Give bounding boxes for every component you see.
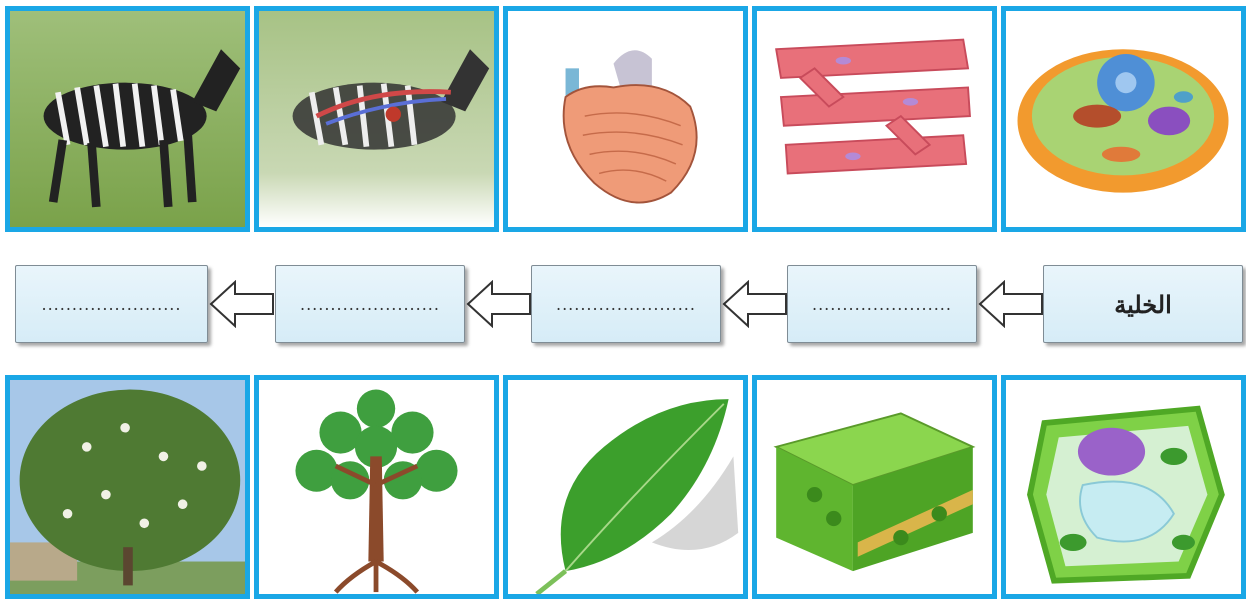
tree-illustration-image (254, 375, 499, 599)
left-arrow-icon (466, 280, 532, 328)
leaf-tissue-image (752, 375, 997, 599)
flow-box-label: ....................... (812, 295, 952, 314)
flow-box-label: ....................... (42, 295, 182, 314)
flow-box-label: الخلية (1114, 290, 1172, 319)
flow-box-blank-3[interactable]: ....................... (275, 265, 465, 343)
plant-cell-image (1001, 375, 1246, 599)
left-arrow-icon (722, 280, 788, 328)
flow-box-cell: الخلية (1043, 265, 1243, 343)
leaf-image (503, 375, 748, 599)
flow-box-blank-1[interactable]: ....................... (787, 265, 977, 343)
flow-box-blank-4[interactable]: ....................... (15, 265, 208, 343)
flow-box-blank-2[interactable]: ....................... (531, 265, 721, 343)
animal-cell-image (1001, 6, 1246, 232)
zebra-circulatory-image (254, 6, 499, 232)
flowering-tree-image (5, 375, 250, 599)
left-arrow-icon (978, 280, 1044, 328)
plant-image-row (0, 375, 1246, 599)
animal-image-row (0, 6, 1246, 232)
heart-image (503, 6, 748, 232)
cardiac-muscle-image (752, 6, 997, 232)
flow-box-label: ....................... (300, 295, 440, 314)
organization-levels-flow: الخلية ....................... .........… (0, 265, 1246, 345)
zebra-image (5, 6, 250, 232)
flow-box-label: ....................... (556, 295, 696, 314)
left-arrow-icon (209, 280, 275, 328)
